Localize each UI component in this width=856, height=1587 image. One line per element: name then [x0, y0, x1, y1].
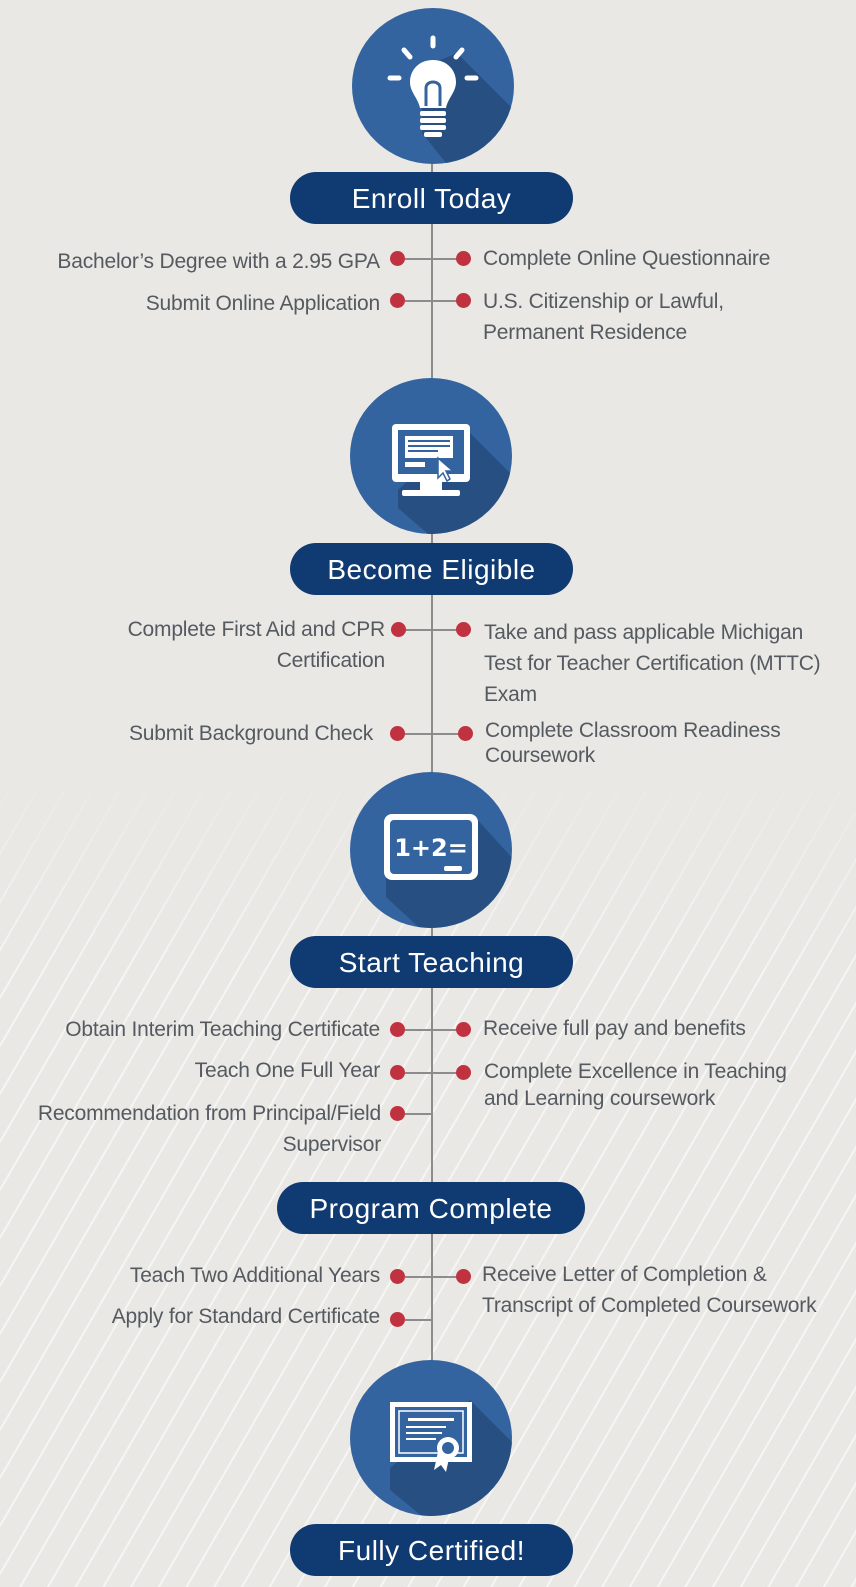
- stage-title-become-eligible: Become Eligible: [290, 543, 573, 595]
- requirement-item: Complete Classroom Readiness Coursework: [485, 719, 781, 767]
- timeline-line: [431, 530, 433, 780]
- connector: [405, 1072, 432, 1074]
- certificate-circle: [350, 1360, 512, 1516]
- bullet-dot: [390, 251, 405, 266]
- connector: [432, 629, 462, 631]
- requirement-item: Teach One Full Year: [194, 1059, 381, 1082]
- stage-title-start-teaching: Start Teaching: [290, 936, 573, 988]
- lightbulb-circle: [352, 8, 514, 164]
- connector: [405, 1113, 432, 1115]
- bullet-dot: [390, 1065, 405, 1080]
- requirement-item: Complete First Aid and CPR Certification: [127, 618, 386, 672]
- bullet-dot: [456, 293, 471, 308]
- connector: [405, 1276, 432, 1278]
- requirement-item: Submit Background Check: [128, 722, 373, 745]
- connector: [432, 733, 462, 735]
- bullet-dot: [390, 1106, 405, 1121]
- connector: [432, 1072, 462, 1074]
- chalkboard-circle: 1+2=: [350, 772, 512, 928]
- connector: [405, 629, 432, 631]
- connector: [432, 258, 462, 260]
- requirement-item: Obtain Interim Teaching Certificate: [65, 1018, 380, 1041]
- chalkboard-text: 1+2=: [394, 834, 468, 862]
- chalkboard-icon: 1+2=: [384, 814, 512, 928]
- bullet-dot: [456, 1022, 471, 1037]
- bullet-dot: [456, 251, 471, 266]
- timeline-line: [431, 922, 433, 1372]
- stage-title-program-complete: Program Complete: [277, 1182, 585, 1234]
- bullet-dot: [390, 1269, 405, 1284]
- connector: [405, 1029, 432, 1031]
- bullet-dot: [456, 1065, 471, 1080]
- requirement-item: Submit Online Application: [145, 292, 381, 315]
- connector: [405, 300, 432, 302]
- lightbulb-icon: [387, 35, 514, 164]
- bullet-dot: [390, 1312, 405, 1327]
- requirement-item: Complete Online Questionnaire: [483, 247, 771, 270]
- certificate-icon: [390, 1400, 512, 1516]
- requirement-item: Receive Letter of Completion & Transcrip…: [482, 1263, 817, 1317]
- connector: [432, 300, 462, 302]
- requirement-item: Receive full pay and benefits: [483, 1017, 746, 1040]
- connector: [405, 1319, 432, 1321]
- requirement-item: Complete Excellence in Teaching and Lear…: [484, 1060, 787, 1110]
- connector: [432, 1276, 462, 1278]
- bullet-dot: [390, 293, 405, 308]
- requirement-item: Take and pass applicable Michigan Test f…: [484, 621, 821, 706]
- timeline-line: [431, 160, 433, 385]
- connector: [405, 258, 432, 260]
- requirement-item: Bachelor’s Degree with a 2.95 GPA: [57, 250, 380, 273]
- stage-title-fully-certified: Fully Certified!: [290, 1524, 573, 1576]
- connector: [432, 1029, 462, 1031]
- bullet-dot: [391, 622, 406, 637]
- bullet-dot: [390, 726, 405, 741]
- bullet-dot: [390, 1022, 405, 1037]
- connector: [405, 733, 432, 735]
- requirement-item: Teach Two Additional Years: [129, 1264, 380, 1287]
- requirement-item: Recommendation from Principal/Field Supe…: [37, 1102, 381, 1156]
- requirement-item: U.S. Citizenship or Lawful, Permanent Re…: [483, 290, 724, 344]
- bullet-dot: [456, 622, 471, 637]
- requirement-item: Apply for Standard Certificate: [111, 1305, 381, 1328]
- computer-monitor-icon: [392, 424, 512, 534]
- stage-title-enroll-today: Enroll Today: [290, 172, 573, 224]
- computer-circle: [350, 378, 512, 534]
- bullet-dot: [458, 726, 473, 741]
- bullet-dot: [456, 1269, 471, 1284]
